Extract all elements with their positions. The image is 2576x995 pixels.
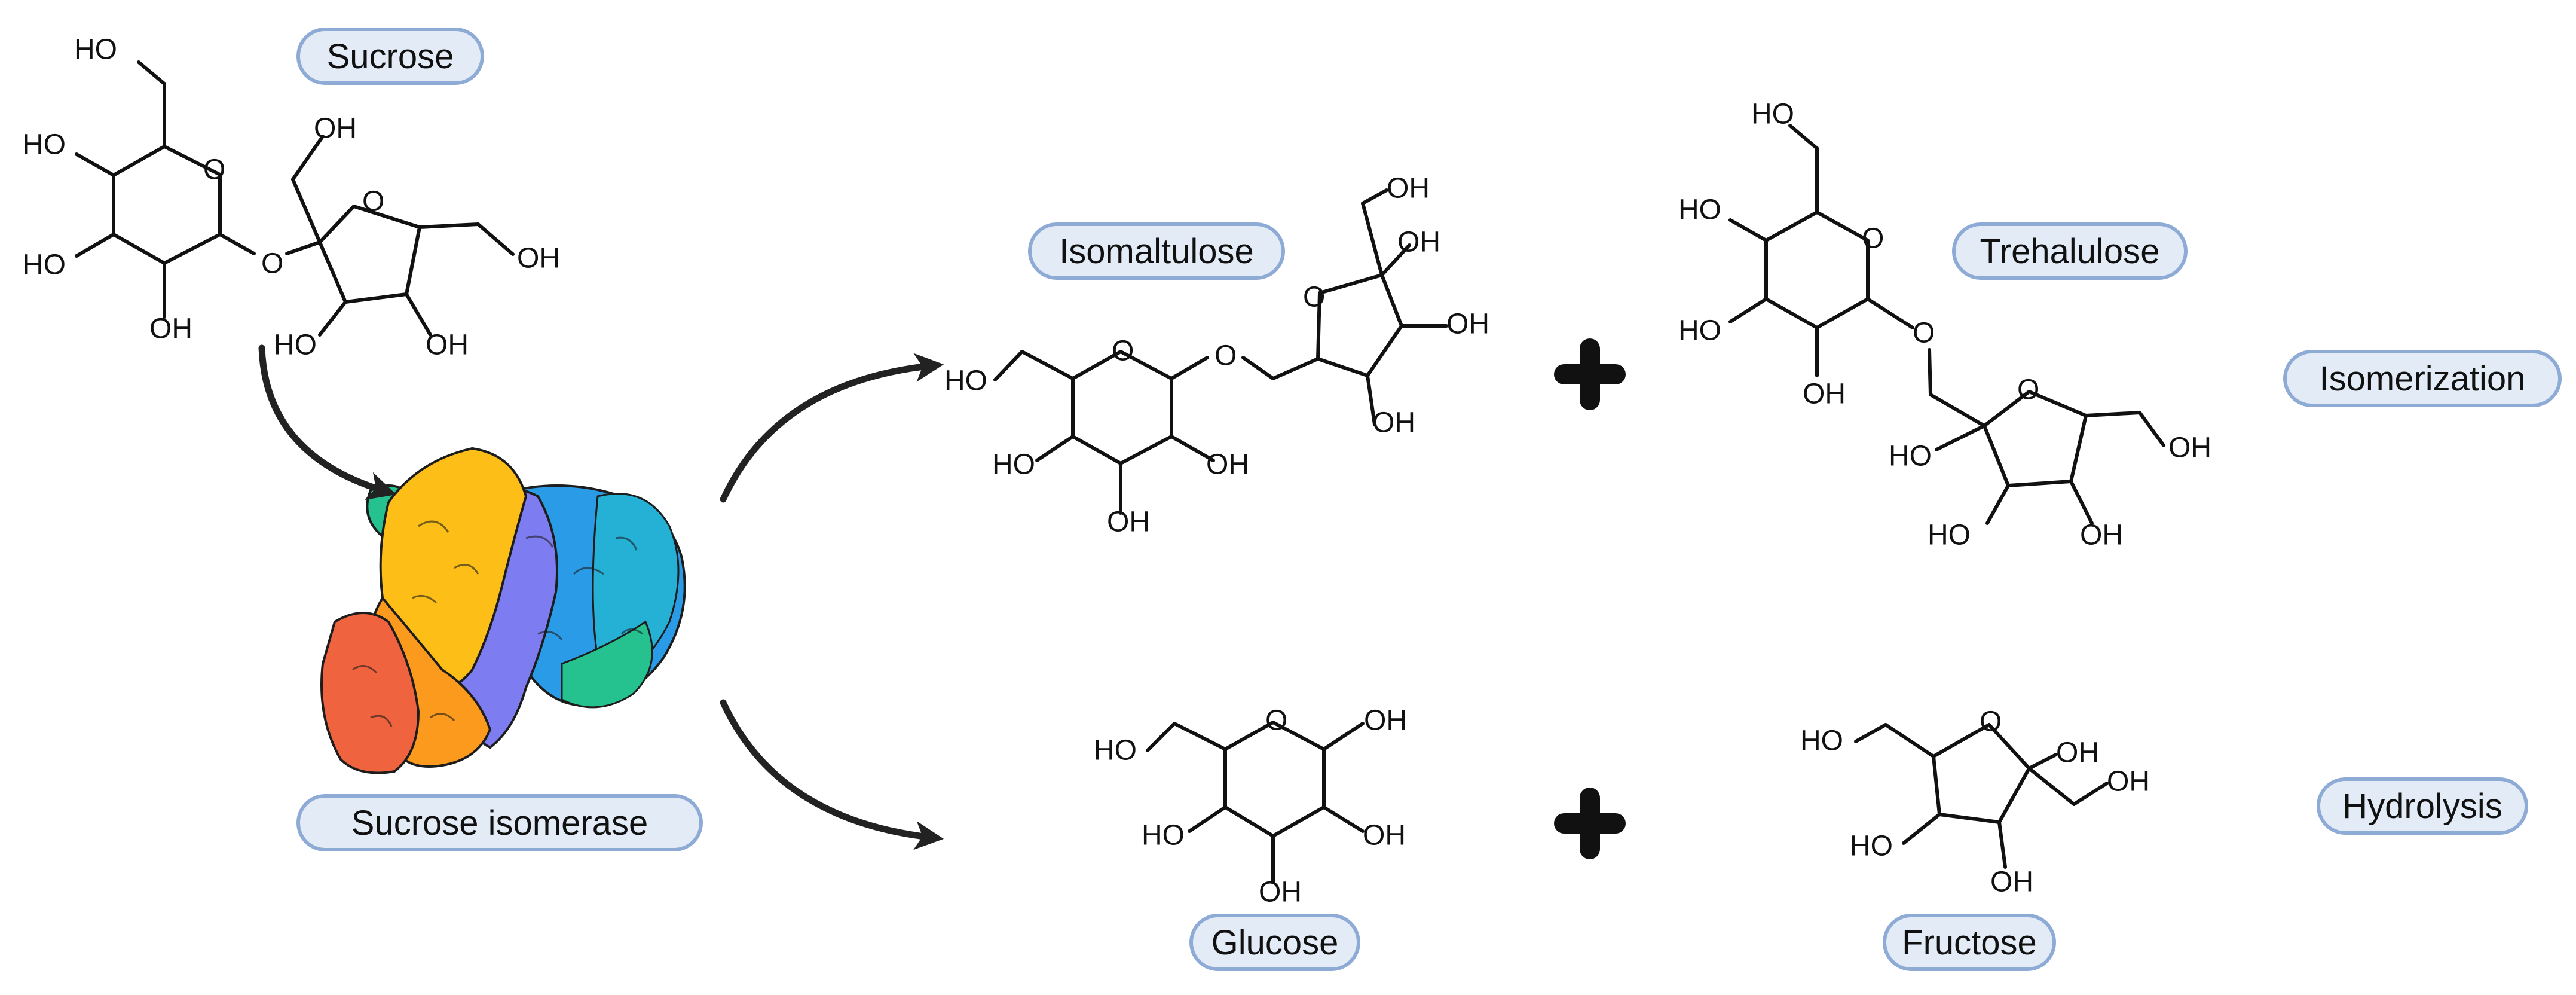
hydroxyl-label: OH [2080, 520, 2123, 551]
hydroxyl-label: OH [1387, 173, 1430, 205]
hydroxyl-label: HO [1678, 194, 1721, 226]
hydroxyl-label: HO [23, 249, 66, 281]
hydroxyl-label: HO [274, 329, 317, 361]
protein-cyan-domain [592, 493, 680, 689]
sucrose-label: Sucrose [296, 28, 484, 85]
fructose-label: Fructose [1883, 914, 2056, 971]
hydroxyl-label: HO [1928, 520, 1971, 551]
hydroxyl-label: HO [1800, 725, 1843, 757]
hydroxyl-label: OH [2107, 766, 2150, 798]
hydrolysis-label: Hydrolysis [2317, 777, 2528, 835]
hydroxyl-label: HO [1850, 831, 1893, 862]
hydrolysis-arrow [720, 699, 944, 850]
hydroxyl-label: HO [74, 34, 117, 66]
glucose-structure: O HO OH HO OH OH [1094, 705, 1407, 908]
protein-teal-domain [561, 620, 653, 709]
sucrose-to-enzyme-arrow [258, 344, 397, 500]
ring-oxygen-label: O [1303, 282, 1325, 313]
hydroxyl-label: OH [1446, 309, 1489, 340]
ring-oxygen-label: O [1265, 705, 1287, 737]
glycosidic-oxygen-label: O [261, 248, 283, 280]
ring-oxygen-label: O [2017, 374, 2039, 406]
trehalulose-label: Trehalulose [1952, 222, 2188, 280]
glycosidic-oxygen-label: O [1214, 340, 1237, 372]
isomaltulose-label: Isomaltulose [1028, 222, 1285, 280]
hydroxyl-label: OH [1803, 379, 1846, 410]
hydroxyl-label: HO [992, 449, 1035, 481]
hydroxyl-label: OH [426, 329, 469, 361]
ring-oxygen-label: O [1862, 223, 1884, 255]
plus-sign-icon [1554, 788, 1626, 859]
hydroxyl-label: OH [2168, 432, 2211, 464]
plus-sign-icon [1554, 338, 1626, 410]
protein-surface-texture [352, 520, 643, 727]
trehalulose-structure: O O O HO HO HO OH HO OH HO OH [1678, 99, 2211, 551]
glucose-label: Glucose [1189, 914, 1360, 971]
isomerization-arrow [720, 353, 944, 503]
hydroxyl-label: OH [1206, 449, 1249, 481]
hydroxyl-label: HO [1678, 315, 1721, 347]
hydroxyl-label: HO [1889, 441, 1932, 472]
hydroxyl-label: OH [1363, 820, 1406, 851]
hydroxyl-label: OH [517, 243, 560, 274]
ring-oxygen-label: O [203, 154, 225, 186]
hydroxyl-label: HO [1094, 735, 1137, 767]
hydroxyl-label: OH [314, 113, 357, 145]
isomaltulose-structure: O O O HO HO OH OH OH OH OH OH [944, 173, 1489, 538]
ring-oxygen-label: O [362, 186, 384, 218]
ring-oxygen-label: O [1112, 335, 1134, 367]
hydroxyl-label: OH [1259, 877, 1302, 908]
glycosidic-oxygen-label: O [1913, 318, 1935, 349]
hydroxyl-label: OH [1397, 227, 1440, 258]
hydroxyl-label: HO [1142, 820, 1185, 851]
sucrose-structure: O O O HO HO HO OH OH OH HO OH [23, 34, 560, 361]
hydroxyl-label: HO [23, 129, 66, 161]
hydroxyl-label: HO [944, 365, 987, 397]
fructose-structure: O HO OH OH HO OH [1800, 706, 2150, 898]
protein-red-domain [320, 612, 420, 774]
ring-oxygen-label: O [1980, 706, 2002, 738]
sucrose-isomerase-label: Sucrose isomerase [296, 794, 703, 851]
hydroxyl-label: OH [2056, 737, 2099, 769]
hydroxyl-label: OH [149, 313, 192, 345]
hydroxyl-label: OH [1372, 407, 1415, 439]
hydroxyl-label: OH [1107, 506, 1150, 538]
sucrose-isomerase-protein [320, 447, 686, 774]
hydroxyl-label: OH [1364, 705, 1407, 737]
hydroxyl-label: OH [1990, 866, 2033, 898]
isomerization-label: Isomerization [2283, 350, 2562, 407]
hydroxyl-label: HO [1751, 99, 1794, 130]
